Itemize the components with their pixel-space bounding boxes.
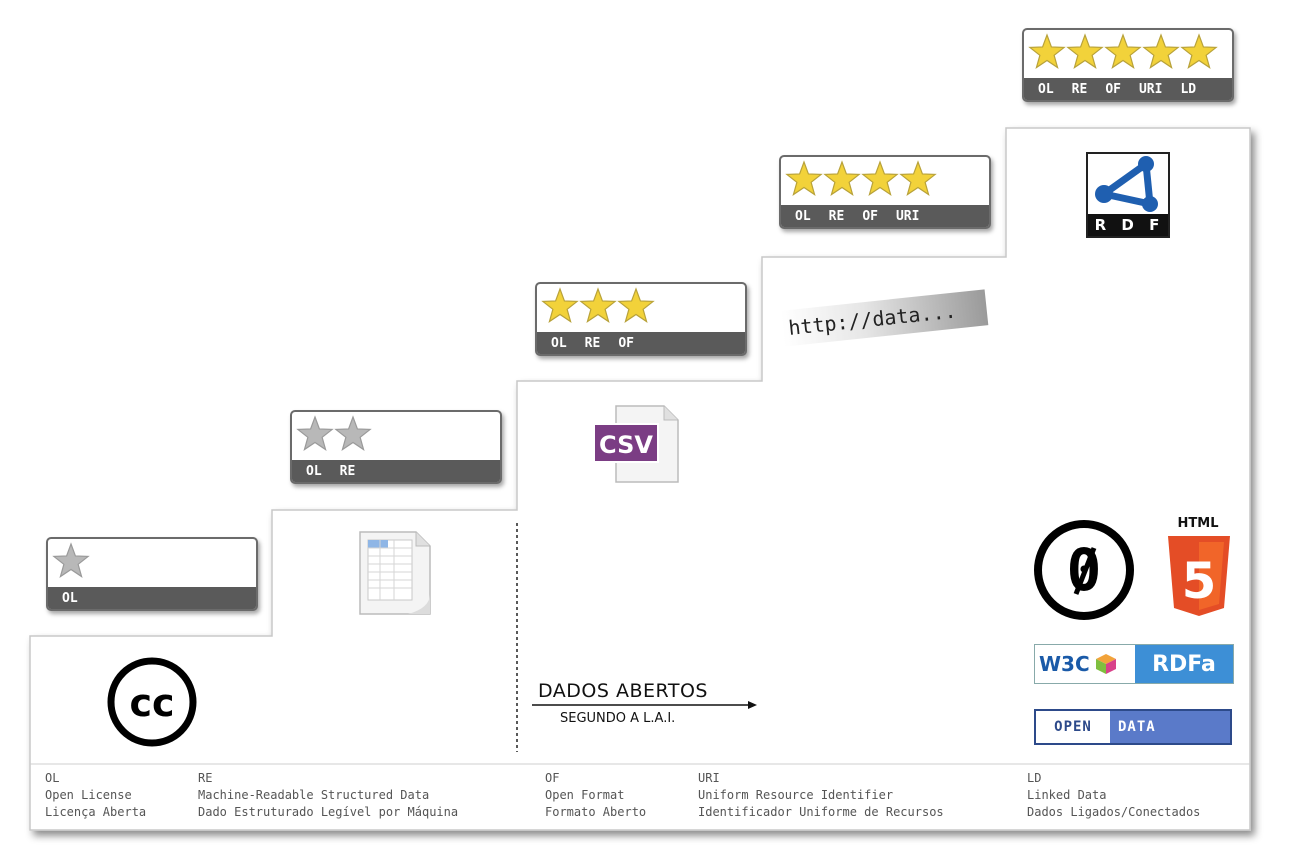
star-icon <box>899 160 937 196</box>
stars <box>52 541 90 581</box>
stars <box>1028 32 1218 72</box>
stars <box>541 286 655 326</box>
cube-icon <box>1095 654 1116 674</box>
star-icon <box>1028 33 1066 69</box>
star-icon <box>785 160 823 196</box>
legend-english: Machine-Readable Structured Data <box>198 788 430 802</box>
legend-uri: URI Uniform Resource Identifier Identifi… <box>698 770 944 821</box>
legend-of: OF Open Format Formato Aberto <box>545 770 646 821</box>
star-icon <box>541 287 579 323</box>
star-icon <box>1066 33 1104 69</box>
star-icon <box>334 415 372 451</box>
star-icon <box>1142 33 1180 69</box>
badge-label: OF <box>1105 81 1121 97</box>
legend-portuguese: Licença Aberta <box>45 805 147 819</box>
caption-title: DADOS ABERTOS <box>538 680 708 702</box>
star-icon <box>823 160 861 196</box>
stars <box>296 414 372 454</box>
badge-label: LD <box>1180 81 1197 97</box>
csv-file-icon: CSV <box>593 405 679 483</box>
star-icon <box>1180 33 1218 69</box>
badge-label: RE <box>339 463 356 479</box>
rdf-graph-icon <box>1095 156 1158 212</box>
legend-english: Linked Data <box>1027 788 1107 802</box>
badge-label: RE <box>828 208 845 224</box>
star-icon <box>52 542 90 578</box>
badge-bar: OL RE OF URI LD <box>1024 78 1232 100</box>
rdf-logo: R D F <box>1086 152 1170 238</box>
html5-label: HTML <box>1177 516 1219 531</box>
spreadsheet-file-icon <box>359 531 431 615</box>
legend-portuguese: Dados Ligados/Conectados <box>1027 805 1201 819</box>
legend-code: OF <box>545 771 560 785</box>
data-text: DATA <box>1110 711 1230 743</box>
cc-zero-logo: 0 <box>1034 520 1134 620</box>
legend-portuguese: Identificador Uniforme de Recursos <box>698 805 944 819</box>
legend-code: OL <box>45 771 60 785</box>
badge-label: URI <box>1138 81 1163 97</box>
legend-portuguese: Formato Aberto <box>545 805 647 819</box>
badge-3-star: OL RE OF <box>535 282 747 356</box>
legend-code: URI <box>698 771 720 785</box>
badge-label: OL <box>306 463 322 479</box>
legend-english: Open Format <box>545 788 625 802</box>
legend-code: LD <box>1027 771 1042 785</box>
legend-english: Open License <box>45 788 132 802</box>
w3c-text: W3C <box>1039 652 1090 676</box>
rdf-label: R D F <box>1088 214 1168 236</box>
stars <box>785 159 937 199</box>
open-data-logo: OPEN DATA <box>1034 709 1232 745</box>
csv-text: CSV <box>599 431 653 459</box>
legend-portuguese: Dado Estruturado Legível por Máquina <box>198 805 459 819</box>
badge-label: OF <box>618 335 634 351</box>
open-text: OPEN <box>1036 711 1110 743</box>
star-icon <box>1104 33 1142 69</box>
html5-number: 5 <box>1182 552 1217 610</box>
rdf-letter-f: F <box>1149 216 1162 234</box>
w3c-rdfa-logo: W3C RDFa <box>1034 644 1234 684</box>
badge-label: OL <box>1038 81 1054 97</box>
badge-bar: OL <box>48 587 256 609</box>
star-icon <box>861 160 899 196</box>
star-icon <box>617 287 655 323</box>
badge-label: OL <box>551 335 567 351</box>
rdfa-text: RDFa <box>1135 645 1233 683</box>
star-icon <box>296 415 334 451</box>
badge-5-star: OL RE OF URI LD <box>1022 28 1234 102</box>
w3c-mark: W3C <box>1035 645 1135 683</box>
legend-ol: OL Open License Licença Aberta <box>45 770 146 821</box>
legend-re: RE Machine-Readable Structured Data Dado… <box>198 770 458 821</box>
badge-2-star: OL RE <box>290 410 502 484</box>
badge-label: OL <box>62 590 78 606</box>
rdf-letter-d: D <box>1121 216 1136 234</box>
badge-label: URI <box>895 208 920 224</box>
cc-text: cc <box>129 681 174 725</box>
star-icon <box>579 287 617 323</box>
legend-ld: LD Linked Data Dados Ligados/Conectados <box>1027 770 1200 821</box>
badge-4-star: OL RE OF URI <box>779 155 991 229</box>
rdf-letter-r: R <box>1094 216 1109 234</box>
html5-shield-icon: 5 <box>1168 536 1230 616</box>
badge-label: OL <box>795 208 811 224</box>
badge-bar: OL RE OF <box>537 332 745 354</box>
creative-commons-logo: cc <box>107 657 197 747</box>
badge-bar: OL RE <box>292 460 500 482</box>
badge-1-star: OL <box>46 537 258 611</box>
badge-bar: OL RE OF URI <box>781 205 989 227</box>
badge-label: RE <box>1071 81 1088 97</box>
caption-subtitle: SEGUNDO A L.A.I. <box>560 711 676 726</box>
legend-english: Uniform Resource Identifier <box>698 788 894 802</box>
badge-label: RE <box>584 335 601 351</box>
badge-label: OF <box>862 208 878 224</box>
legend-code: RE <box>198 771 213 785</box>
